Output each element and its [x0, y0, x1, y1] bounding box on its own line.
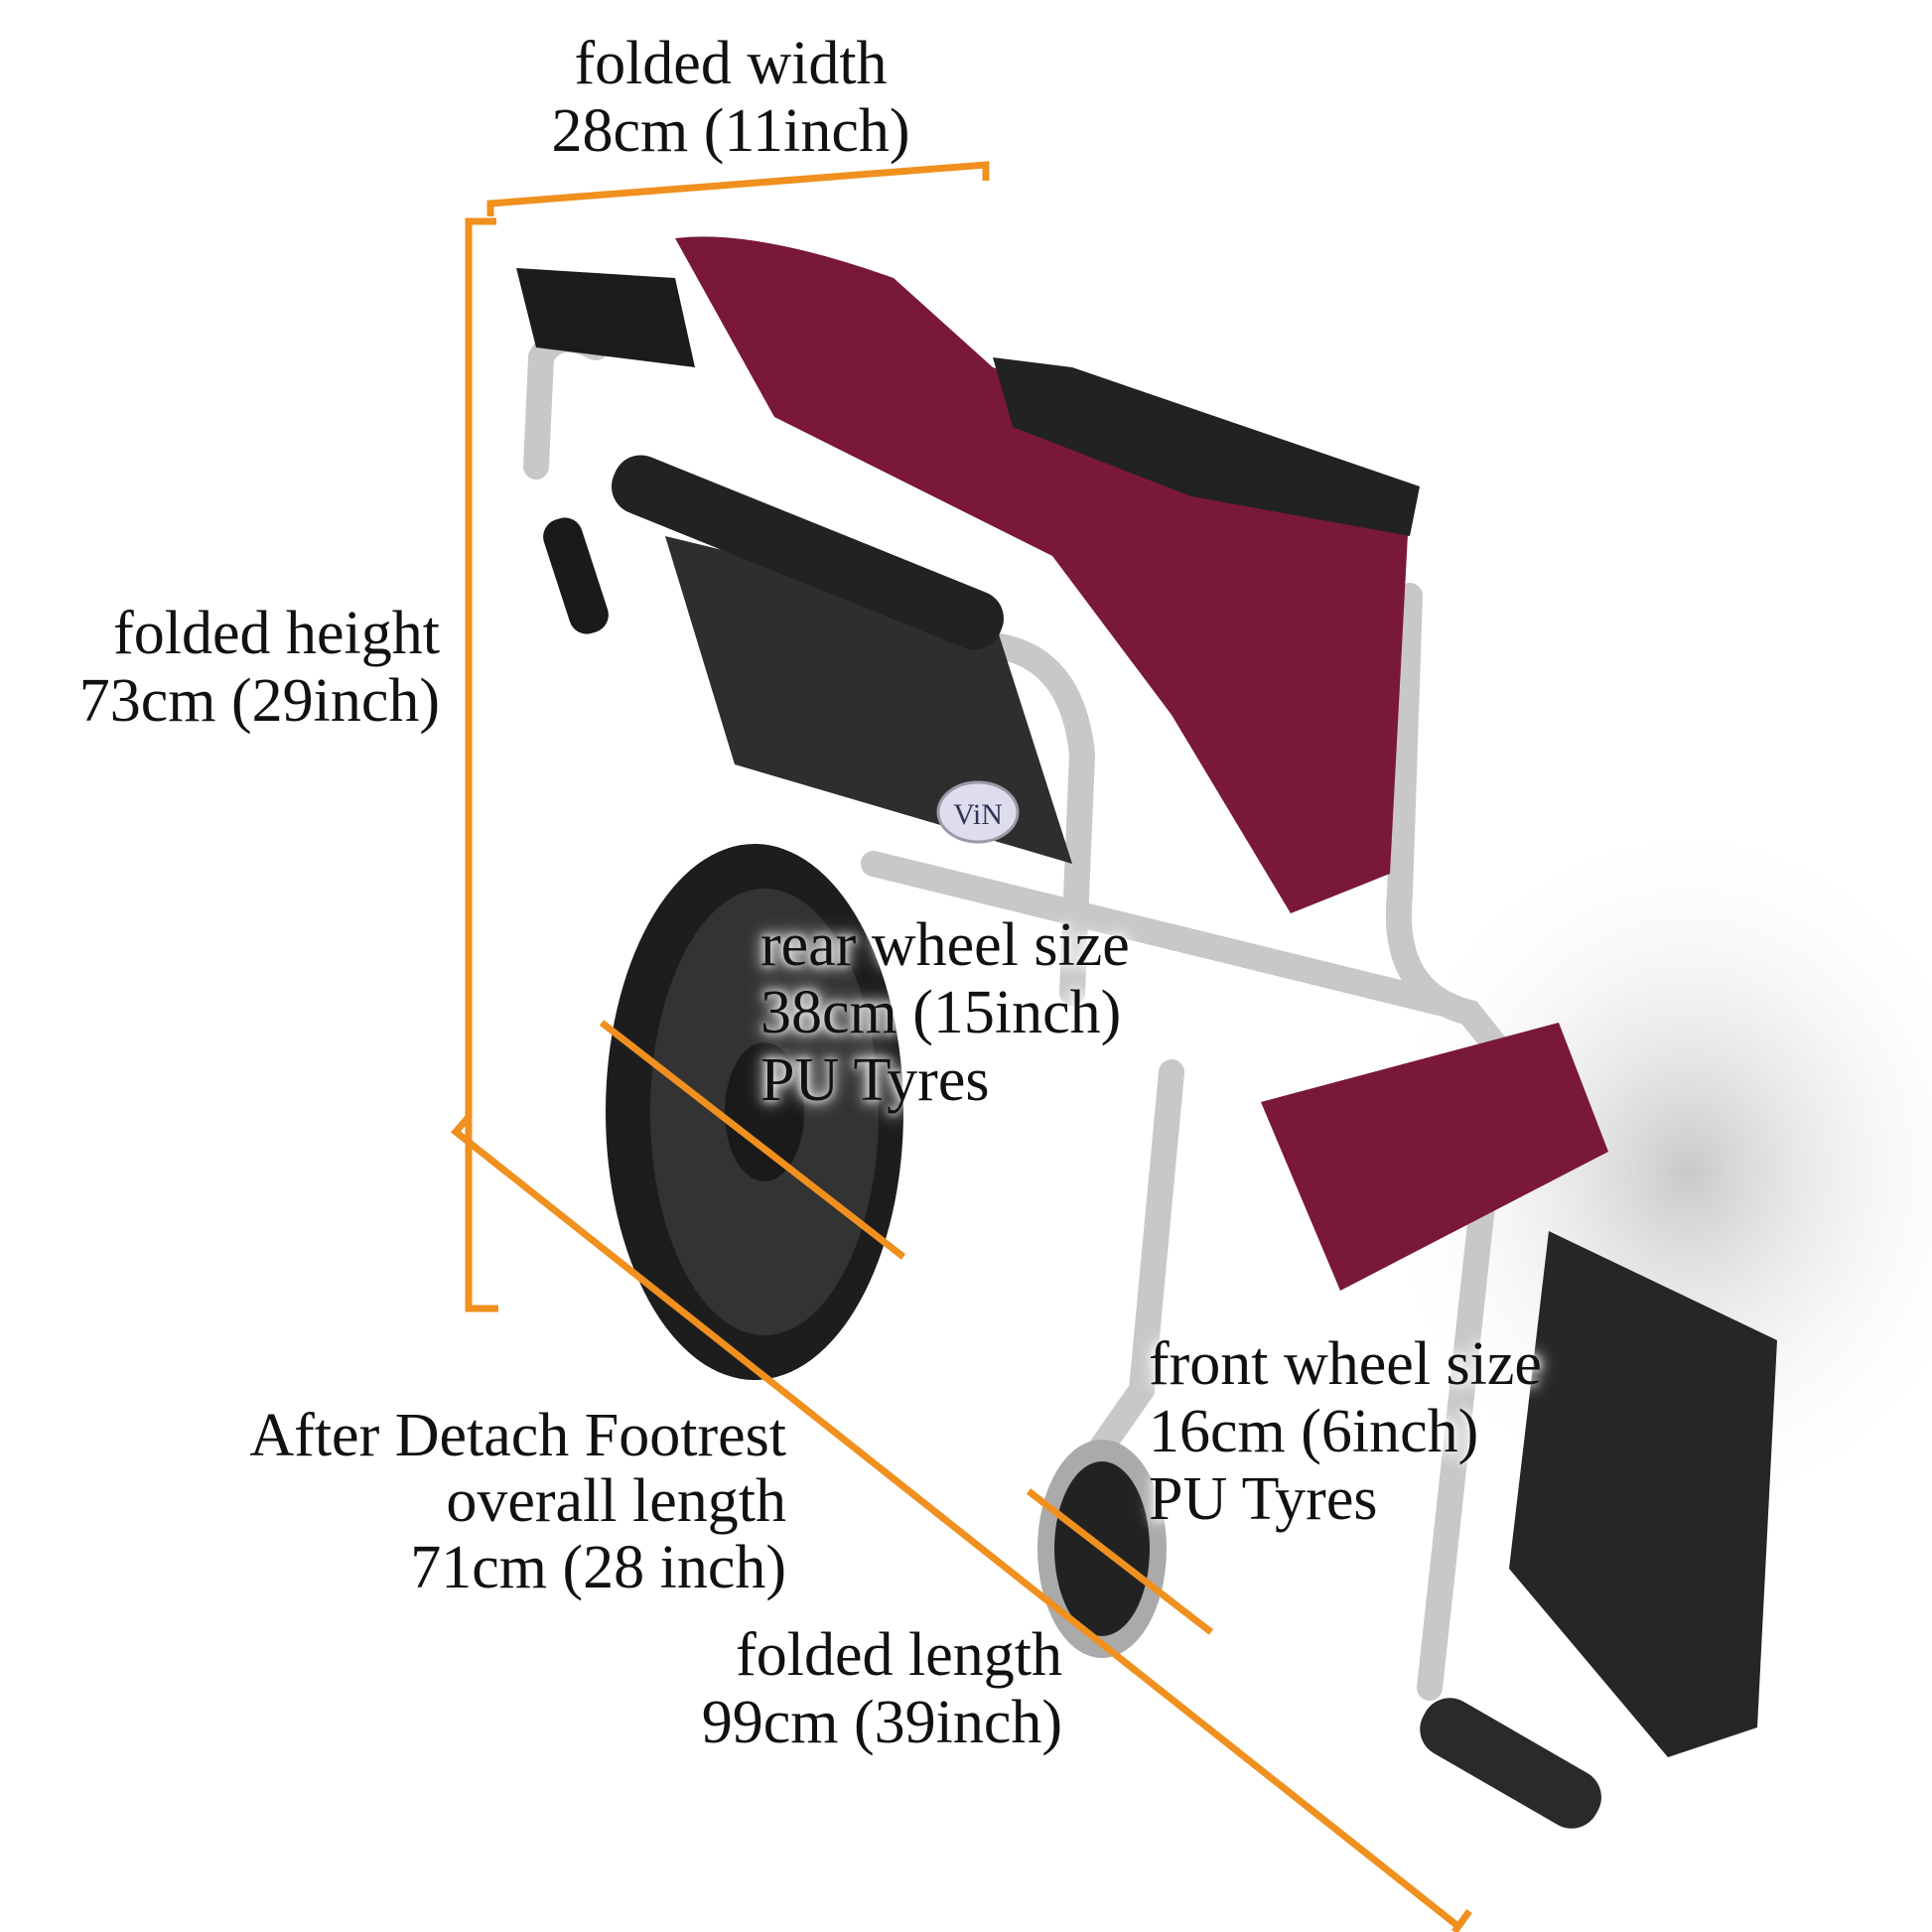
armrest [611, 455, 1004, 650]
folded-width-bracket [486, 161, 990, 216]
front-wheel-type: PU Tyres [1149, 1465, 1378, 1533]
folded-length-line [450, 1114, 1463, 1931]
rear-wheel-type: PU Tyres [760, 1046, 990, 1114]
shadow [1370, 814, 1932, 1529]
dimension-lines [450, 161, 1472, 1932]
folded-length-title: folded length [736, 1621, 1062, 1689]
folded-length-tick [1451, 1908, 1472, 1932]
folded-width-value: 28cm (11inch) [551, 97, 910, 165]
folded-width-title: folded width [574, 30, 888, 97]
rear-wheel [606, 844, 903, 1380]
calf-strap [1261, 1023, 1608, 1291]
brand-logo-text: ViN [953, 798, 1003, 831]
detach-line1: After Detach Footrest [249, 1402, 786, 1469]
brand-logo [936, 780, 1020, 844]
front-wheel-value: 16cm (6inch) [1149, 1398, 1479, 1465]
footrest-roller [1420, 1698, 1601, 1829]
detach-value: 71cm (28 inch) [410, 1534, 786, 1601]
rear-wheel-title: rear wheel size [760, 911, 1130, 979]
frame [523, 327, 1562, 1701]
seat-upholstery [675, 236, 1410, 914]
folded-height-value: 73cm (29inch) [78, 667, 440, 735]
front-wheel-title: front wheel size [1149, 1330, 1542, 1398]
footplate [1509, 1231, 1777, 1757]
detach-line2: overall length [446, 1467, 786, 1535]
folded-length-value: 99cm (39inch) [701, 1689, 1062, 1756]
backrest-black [993, 357, 1420, 536]
hand-grip [543, 517, 609, 634]
folded-height-bracket [465, 217, 498, 1312]
folded-height-title: folded height [113, 600, 440, 667]
front-wheel-pointer [1026, 1488, 1214, 1635]
push-handle [516, 268, 695, 367]
rear-wheel-pointer [599, 1020, 906, 1260]
rear-wheel-value: 38cm (15inch) [760, 979, 1122, 1046]
